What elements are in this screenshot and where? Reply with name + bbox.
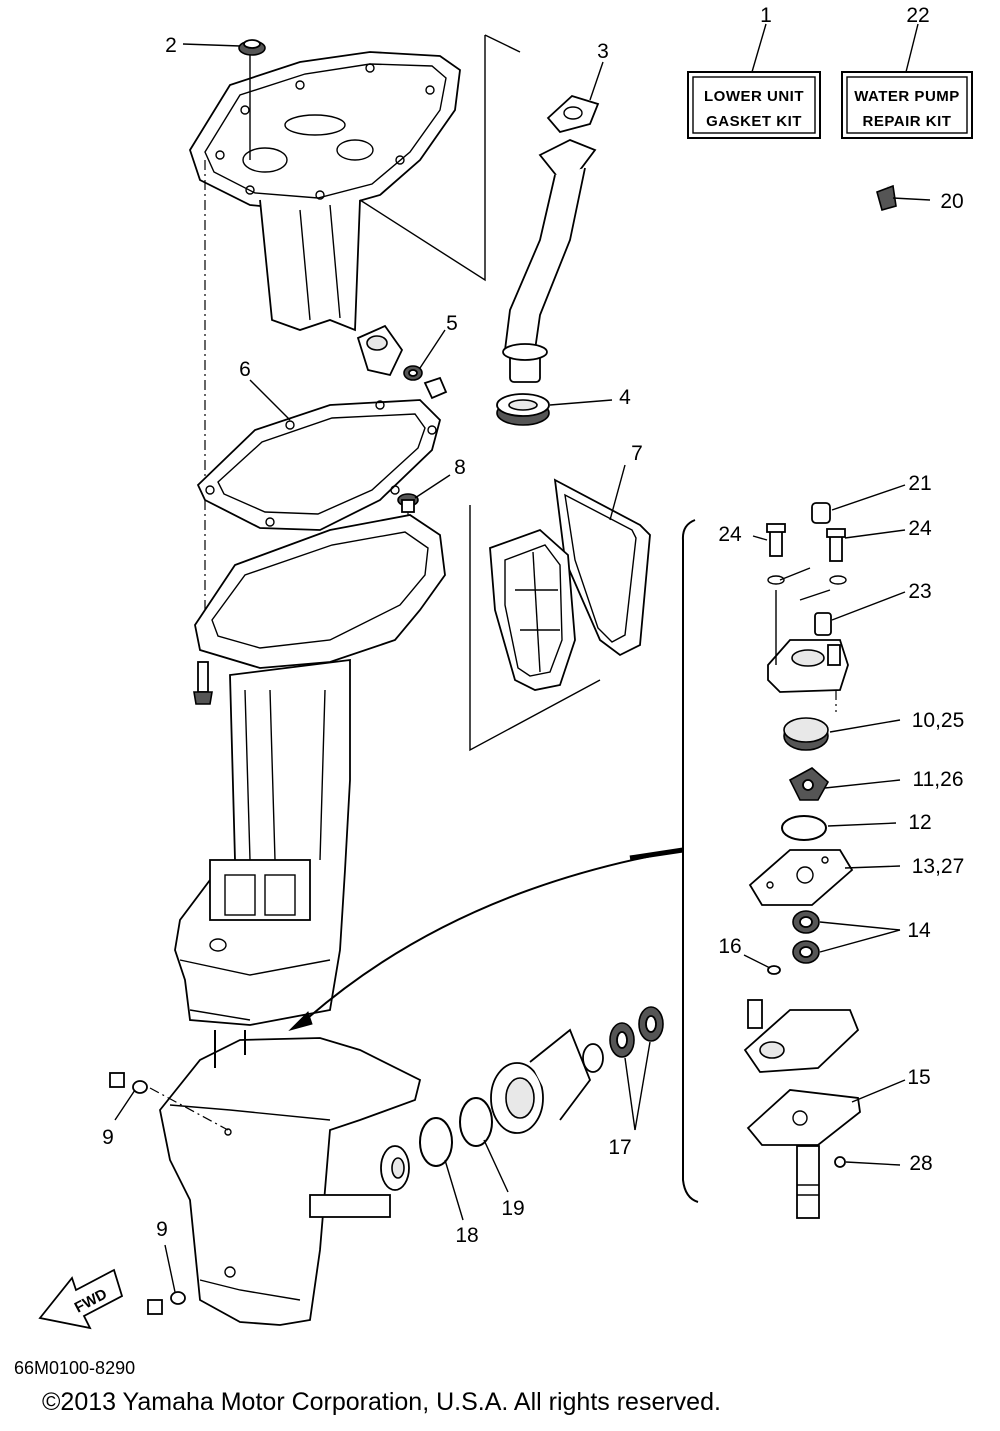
part-9-screw-lower[interactable]: [147, 1291, 186, 1315]
callout-23: 23: [908, 580, 931, 603]
part-11-impeller[interactable]: [788, 767, 830, 801]
callout-8: 8: [454, 456, 466, 479]
callout-7: 7: [631, 442, 643, 465]
part-20-water-tube[interactable]: [819, 170, 897, 500]
part-18-o-ring[interactable]: [419, 1117, 453, 1167]
part-14-bearing-upper[interactable]: [792, 910, 820, 934]
part-3-gasket[interactable]: [546, 94, 600, 134]
kit-lower-unit-line1: LOWER UNIT: [704, 88, 804, 105]
callout-19: 19: [501, 1197, 524, 1220]
part-12-o-ring[interactable]: [781, 815, 827, 841]
part-21-grommet[interactable]: [811, 502, 831, 524]
part-2-seal[interactable]: [238, 39, 266, 56]
lower-case-cover[interactable]: [489, 528, 576, 691]
copyright-notice: ©2013 Yamaha Motor Corporation, U.S.A. A…: [42, 1388, 721, 1416]
kit-water-pump-line2: REPAIR KIT: [863, 113, 952, 130]
exhaust-pipe[interactable]: [502, 139, 597, 383]
pump-base[interactable]: [743, 999, 860, 1073]
diagram-ref-code: 66M0100-8290: [14, 1358, 135, 1378]
drain-plug[interactable]: [423, 376, 448, 400]
part-4-grommet[interactable]: [496, 393, 550, 426]
callout-11-26: 11,26: [913, 768, 964, 791]
part-13-plate[interactable]: [748, 849, 854, 906]
callout-9-upper: 9: [102, 1126, 114, 1149]
part-15-gasket[interactable]: [746, 1089, 861, 1146]
callout-20: 20: [940, 190, 963, 213]
callout-3: 3: [597, 40, 609, 63]
part-7-cover-gasket[interactable]: [553, 478, 651, 657]
callout-1: 1: [760, 4, 772, 27]
callout-18: 18: [455, 1224, 478, 1247]
part-23-insert[interactable]: [814, 612, 832, 636]
callout-14: 14: [907, 919, 931, 942]
pump-housing[interactable]: [767, 639, 849, 693]
upper-casing[interactable]: [174, 514, 446, 1026]
part-5-washer[interactable]: [403, 365, 423, 381]
callout-6: 6: [239, 358, 251, 381]
casing-bolt[interactable]: [193, 661, 213, 705]
water-tube-grommet[interactable]: [356, 324, 404, 377]
callout-17: 17: [608, 1136, 631, 1159]
pump-washers[interactable]: [767, 567, 847, 601]
drive-shaft[interactable]: [796, 1145, 820, 1219]
part-8-cap[interactable]: [397, 493, 419, 513]
callout-12: 12: [908, 811, 931, 834]
housing-seal[interactable]: [582, 1043, 604, 1073]
callout-24-left: 24: [718, 523, 742, 546]
callout-16: 16: [718, 935, 741, 958]
callout-28: 28: [909, 1152, 932, 1175]
callout-2: 2: [165, 34, 177, 57]
callout-22: 22: [906, 4, 929, 27]
kit-box-water-pump[interactable]: WATER PUMP REPAIR KIT: [841, 71, 973, 139]
bearing-housing[interactable]: [490, 1028, 592, 1134]
callout-labels: 1 2 3 4 5 6 7 8 9 9 10,25 11,26 12 13,27…: [102, 4, 964, 1247]
part-6-gasket[interactable]: [196, 399, 442, 531]
part-17-oil-seals[interactable]: [609, 1006, 664, 1058]
callout-24-right: 24: [908, 517, 932, 540]
callout-15: 15: [907, 1066, 930, 1089]
part-16-seal[interactable]: [767, 965, 781, 975]
callout-4: 4: [619, 386, 631, 409]
callout-21: 21: [908, 472, 931, 495]
exhaust-guide-plate[interactable]: [189, 51, 461, 332]
callout-13-27: 13,27: [912, 855, 965, 878]
kit-box-lower-unit[interactable]: LOWER UNIT GASKET KIT: [687, 71, 821, 139]
part-14-bearing-lower[interactable]: [792, 940, 820, 964]
part-10-cartridge-insert[interactable]: [783, 717, 829, 751]
fwd-arrow-icon: FWD: [38, 1268, 124, 1330]
kit-lower-unit-line2: GASKET KIT: [706, 113, 802, 130]
part-28-key[interactable]: [834, 1156, 846, 1168]
kit-water-pump-line1: WATER PUMP: [854, 88, 960, 105]
part-9-screw-upper[interactable]: [109, 1072, 148, 1094]
callout-10-25: 10,25: [912, 709, 965, 732]
part-19-o-ring[interactable]: [459, 1097, 493, 1147]
prop-shaft-bushing[interactable]: [380, 1145, 410, 1191]
callout-9-lower: 9: [156, 1218, 168, 1241]
part-24-bolt-left[interactable]: [766, 523, 786, 557]
part-24-bolt-right[interactable]: [826, 528, 846, 562]
callout-5: 5: [446, 312, 458, 335]
gear-case[interactable]: [159, 1037, 422, 1326]
